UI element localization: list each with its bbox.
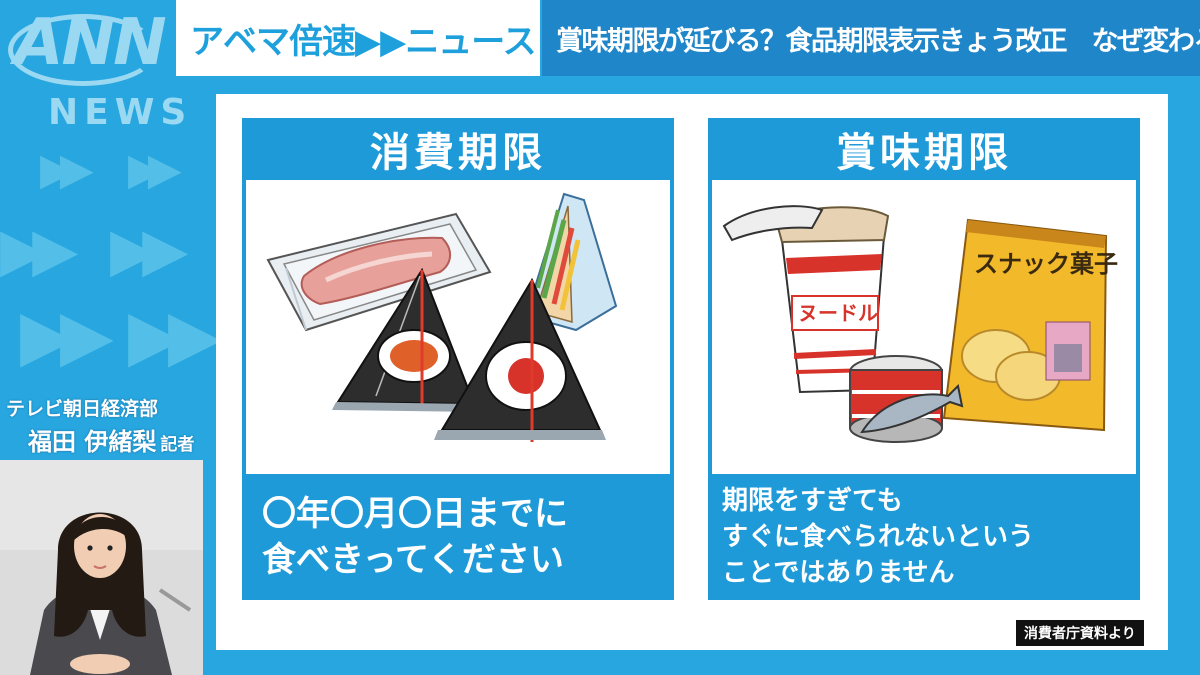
bg-chevron-decoration: ▶▶: [0, 215, 78, 285]
shelf-stable-foods-svg: スナック菓子 ヌードル: [722, 205, 1118, 443]
ann-news-logo: ANN NEWS: [8, 6, 214, 136]
use-by-date-panel: 消費期限: [242, 118, 674, 600]
sandwich-icon: [524, 192, 618, 332]
reporter-portrait: [0, 460, 203, 675]
reporter-name: 福田 伊緒梨: [28, 428, 157, 456]
message-line: 食べきってください: [262, 540, 564, 580]
snack-label: スナック菓子: [974, 250, 1118, 278]
bg-chevron-decoration: ▶▶: [110, 215, 188, 285]
infographic-board: 消費期限: [216, 94, 1168, 650]
cup-noodle-icon: ヌードル: [722, 205, 890, 394]
perishable-foods-svg: [266, 192, 618, 442]
bg-chevron-decoration: ▶▶: [40, 144, 94, 195]
message-line: 期限をすぎても: [722, 486, 903, 516]
onigiri-icon: [332, 267, 478, 412]
bg-chevron-decoration: ▶▶: [128, 294, 222, 376]
best-before-message: 期限をすぎても すぐに食べられないという ことではありません: [708, 474, 1140, 600]
reporter-video-inset: [0, 460, 203, 675]
meat-tray-icon: [266, 212, 492, 332]
reporter-department: テレビ朝日経済部: [6, 398, 159, 420]
panel-title: 消費期限: [370, 130, 546, 176]
bg-chevron-decoration: ▶▶: [20, 294, 114, 376]
message-line: ことではありません: [722, 558, 955, 588]
source-credit: 消費者庁資料より: [1016, 620, 1144, 646]
message-line: すぐに食べられないという: [722, 522, 1035, 552]
snack-bag-icon: スナック菓子: [942, 218, 1118, 432]
program-brand-label: アベマ倍速▶▶ニュース: [190, 21, 537, 62]
onigiri-icon: [434, 277, 606, 442]
canned-fish-icon: [849, 355, 964, 443]
headline-bar: 賞味期限が延びる？食品期限表示きょう改正 なぜ変わる: [542, 0, 1200, 76]
use-by-message: 〇年〇月〇日までに 食べきってください: [242, 474, 674, 600]
reporter-name-line: 福田 伊緒梨記者: [28, 422, 194, 457]
cup-label: ヌードル: [798, 301, 878, 325]
logo-ann-text: ANN: [14, 6, 167, 80]
bg-chevron-decoration: ▶▶: [128, 144, 182, 195]
panel-title: 賞味期限: [836, 130, 1012, 176]
best-before-panel: 賞味期限 スナック菓子: [708, 118, 1140, 600]
shelf-stable-foods-illustration: スナック菓子 ヌードル: [712, 180, 1136, 474]
perishable-foods-illustration: [246, 180, 670, 474]
message-line: 〇年〇月〇日までに: [262, 494, 568, 534]
reporter-title: 記者: [160, 435, 195, 455]
program-brand: アベマ倍速▶▶ニュース: [176, 0, 540, 76]
logo-ring: [8, 14, 158, 86]
logo-news-text: NEWS: [48, 92, 193, 133]
headline-text: 賞味期限が延びる？食品期限表示きょう改正 なぜ変わる: [556, 25, 1200, 57]
